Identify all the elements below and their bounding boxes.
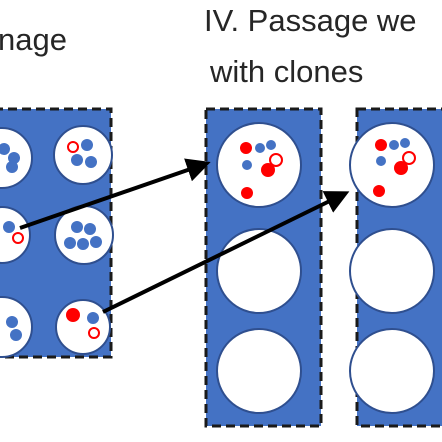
- middle-plate: [204, 107, 323, 428]
- blue-cell: [71, 154, 83, 166]
- red-cell: [394, 161, 408, 175]
- blue-cell: [90, 236, 102, 248]
- blue-cell: [242, 160, 252, 170]
- blue-cell: [8, 152, 20, 164]
- blue-cell: [6, 161, 18, 173]
- blue-cell: [64, 237, 76, 249]
- red-cell: [261, 163, 275, 177]
- middle-well-3: [216, 328, 302, 414]
- arrow-to-middle-plate: [19, 158, 211, 230]
- left-well-1: [0, 127, 33, 189]
- blue-cell: [84, 223, 96, 235]
- well: [55, 299, 111, 355]
- blue-cell: [71, 221, 83, 233]
- blue-cell: [81, 139, 93, 151]
- left-well-5: [0, 296, 33, 358]
- blue-cell: [10, 329, 22, 341]
- red-cell: [240, 142, 252, 154]
- hollow-red-cell: [12, 232, 24, 244]
- blue-cell: [85, 156, 97, 168]
- red-cell: [66, 308, 80, 322]
- blue-cell: [0, 143, 10, 155]
- blue-cell: [87, 312, 99, 324]
- blue-cell: [6, 316, 18, 328]
- well: [349, 122, 435, 208]
- right-well-2: [349, 228, 435, 314]
- blue-cell: [255, 143, 265, 153]
- blue-cell: [3, 221, 15, 233]
- blue-cell: [400, 138, 410, 148]
- blue-cell: [77, 238, 89, 250]
- hollow-red-cell: [88, 327, 100, 339]
- left-panel-title: nage: [0, 22, 67, 57]
- right-plate: [349, 107, 442, 428]
- hollow-red-cell: [269, 153, 283, 167]
- red-cell: [373, 185, 385, 197]
- right-well-3: [349, 328, 435, 414]
- well: [216, 122, 302, 208]
- left-well-2: [53, 125, 113, 185]
- right-well-1: [349, 122, 435, 208]
- blue-cell: [389, 140, 399, 150]
- middle-well-2: [216, 228, 302, 314]
- arrow-to-right-plate: [102, 191, 350, 314]
- hollow-red-cell: [67, 141, 79, 153]
- left-plate: [0, 107, 114, 359]
- right-panel-title-line-2: with clones: [210, 54, 364, 89]
- blue-cell: [266, 140, 276, 150]
- middle-well-1: [216, 122, 302, 208]
- left-well-6: [55, 299, 111, 355]
- blue-cell: [376, 156, 386, 166]
- well: [0, 296, 33, 358]
- red-cell: [375, 139, 387, 151]
- well: [53, 125, 113, 185]
- left-well-3: [0, 206, 31, 264]
- hollow-red-cell: [402, 151, 416, 165]
- right-panel-title-line-1: IV. Passage we: [204, 3, 417, 38]
- red-cell: [241, 187, 253, 199]
